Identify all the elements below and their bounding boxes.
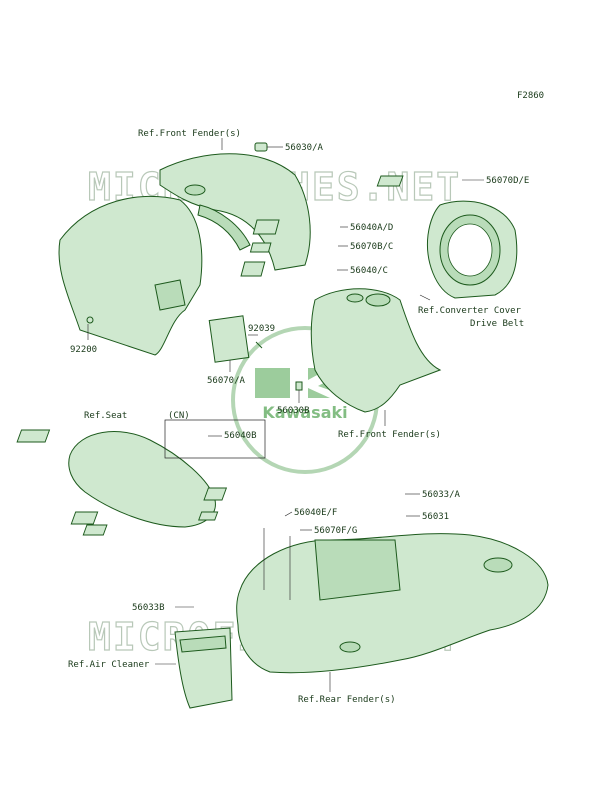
cn-box (164, 419, 266, 459)
decal-56040ef (70, 511, 99, 525)
decal-56070fg (82, 524, 108, 536)
air-cleaner (174, 627, 233, 709)
label-56070fg: 56070F/G (314, 526, 357, 536)
clip-92039 (255, 341, 263, 349)
label-56033a: 56033/A (422, 490, 461, 500)
label-92200: 92200 (70, 345, 97, 355)
decal-56070de (376, 175, 404, 187)
decal-56030a (254, 142, 268, 152)
decal-56040c (240, 261, 266, 277)
label-56040c: 56040/C (350, 266, 388, 276)
label-56030a: 56030/A (285, 143, 324, 153)
label-56033b: 56033B (132, 603, 165, 613)
label-92039: 92039 (248, 324, 275, 334)
decal-56040b (16, 429, 51, 443)
decal-56040ad (252, 219, 280, 235)
decal-56030b (295, 381, 303, 391)
label-56040b: 56040B (224, 431, 257, 441)
label-56031: 56031 (422, 512, 449, 522)
decal-56031 (198, 511, 219, 521)
front-fender-lower (310, 288, 442, 413)
label-ref-front-fender-top: Ref.Front Fender(s) (138, 129, 241, 139)
decal-56070a (208, 315, 250, 363)
decal-56033a (203, 487, 228, 501)
logo-text: Kawasaki (262, 403, 347, 422)
label-drive-belt: Drive Belt (470, 319, 524, 329)
label-56070de: 56070D/E (486, 176, 529, 186)
label-cn: (CN) (168, 411, 190, 421)
label-56070a: 56070/A (207, 376, 246, 386)
rear-fender (236, 533, 549, 674)
clip-92200 (86, 316, 94, 324)
label-56030b: 56030B (277, 406, 310, 416)
label-56040ef: 56040E/F (294, 508, 337, 518)
front-fender-upper (58, 153, 311, 356)
decal-56070bc (249, 242, 272, 253)
label-ref-rear-fender: Ref.Rear Fender(s) (298, 695, 396, 705)
figure-code: F2860 (517, 91, 544, 101)
label-ref-air-cleaner: Ref.Air Cleaner (68, 660, 150, 670)
label-56070bc: 56070B/C (350, 242, 393, 252)
label-ref-seat: Ref.Seat (84, 411, 127, 421)
label-ref-front-fender-mid: Ref.Front Fender(s) (338, 430, 441, 440)
converter-cover (426, 200, 518, 299)
label-ref-converter-cover: Ref.Converter Cover (418, 306, 522, 316)
label-56040ad: 56040A/D (350, 223, 393, 233)
leader-lines (87, 138, 484, 692)
